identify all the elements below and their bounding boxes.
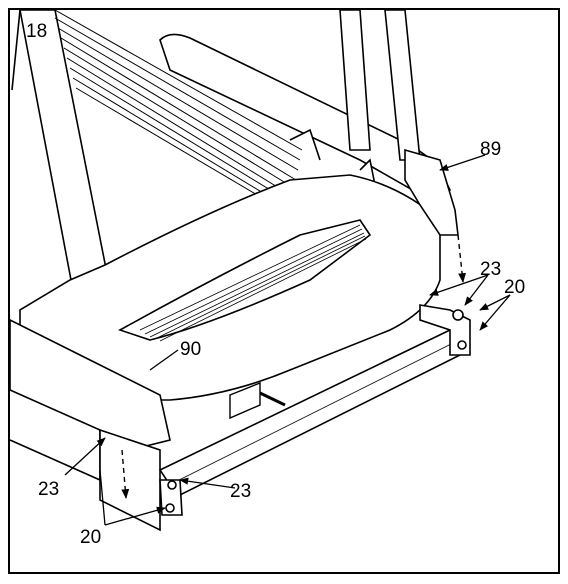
assembly-arrows bbox=[121, 234, 466, 499]
right-bracket bbox=[419, 304, 471, 356]
callout-89: 89 bbox=[480, 139, 502, 160]
callout-23-left-lower: 23 bbox=[230, 481, 252, 502]
instruction-figure: 18 89 90 23 20 23 23 20 bbox=[8, 8, 560, 574]
callout-20-left: 20 bbox=[80, 527, 102, 548]
step-number: 18 bbox=[26, 21, 48, 42]
treadmill-illustration bbox=[10, 10, 511, 532]
leader-lines bbox=[64, 154, 511, 526]
callout-90: 90 bbox=[180, 339, 202, 360]
callout-23-right: 23 bbox=[480, 259, 502, 280]
deck-ribs bbox=[54, 10, 303, 213]
power-inlet bbox=[229, 381, 286, 420]
callout-23-left-upper: 23 bbox=[38, 479, 60, 500]
hood-vent bbox=[139, 224, 367, 342]
callout-20-right: 20 bbox=[504, 277, 526, 298]
right-upright bbox=[339, 10, 459, 236]
left-bracket bbox=[159, 479, 183, 516]
